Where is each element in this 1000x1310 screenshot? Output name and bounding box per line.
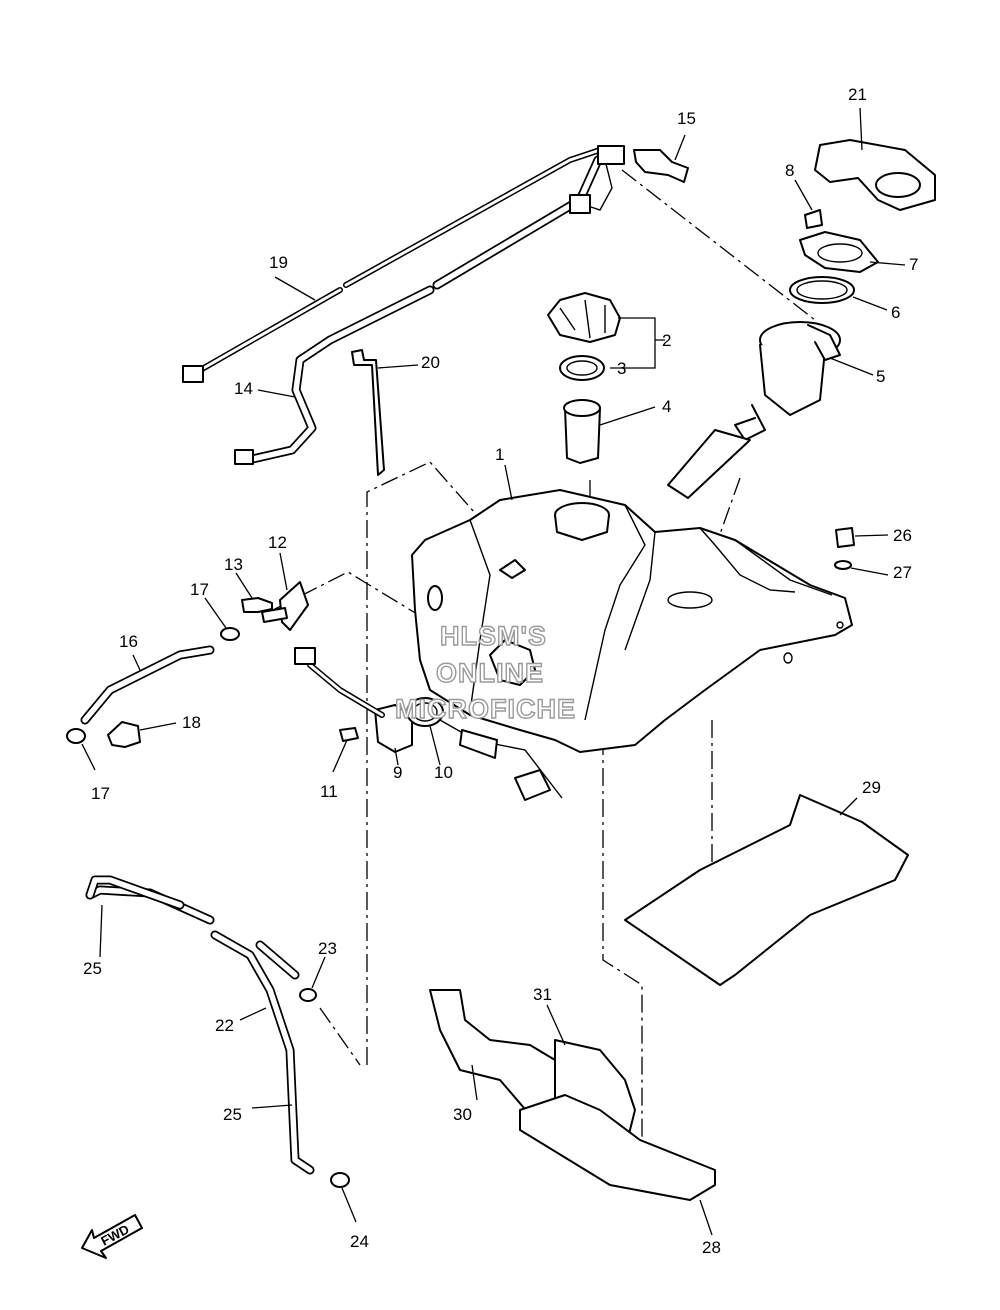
callout-22[interactable]: 22: [215, 1016, 234, 1035]
callout-19[interactable]: 19: [269, 253, 288, 272]
protector-28[interactable]: [519, 1094, 716, 1201]
fuel-cock-12[interactable]: [261, 581, 309, 631]
callout-16[interactable]: 16: [119, 632, 138, 651]
callout-13[interactable]: 13: [224, 555, 243, 574]
clamp-18[interactable]: [107, 721, 141, 748]
fwd-label: FWD: [98, 1222, 131, 1249]
callout-7[interactable]: 7: [909, 255, 918, 274]
callout-25b[interactable]: 25: [223, 1105, 242, 1124]
leader-lines: [81, 107, 906, 1236]
breather-hose-22[interactable]: [85, 875, 315, 1175]
callout-9[interactable]: 9: [393, 763, 402, 782]
gasket-10[interactable]: [406, 697, 444, 727]
gasket-6[interactable]: [789, 276, 855, 304]
fwd-arrow-icon: FWD: [81, 1214, 143, 1259]
filler-neck-4[interactable]: [563, 399, 601, 464]
bolt-13[interactable]: [241, 597, 273, 613]
callout-28[interactable]: 28: [702, 1238, 721, 1257]
watermark: HLSM'S ONLINE MICROFICHE: [394, 620, 576, 724]
callouts: 1 2 3 4 5 6 7 8 9 10 11 12 13 14 15 16 1…: [83, 85, 918, 1257]
callout-1[interactable]: 1: [495, 445, 504, 464]
breather-hose-19[interactable]: [182, 145, 625, 383]
callout-15[interactable]: 15: [677, 109, 696, 128]
callout-20[interactable]: 20: [421, 353, 440, 372]
cable-band-20[interactable]: [351, 349, 385, 476]
grommet-23[interactable]: [299, 988, 317, 1002]
plug-26[interactable]: [835, 527, 855, 548]
callout-18[interactable]: 18: [182, 713, 201, 732]
callout-11[interactable]: 11: [320, 782, 338, 801]
watermark-line-3: MICROFICHE: [395, 694, 576, 724]
gasket-3[interactable]: [559, 355, 605, 381]
protector-29[interactable]: [624, 794, 909, 986]
callout-5[interactable]: 5: [876, 367, 885, 386]
callout-25a[interactable]: 25: [83, 959, 102, 978]
callout-17a[interactable]: 17: [190, 580, 209, 599]
callout-27[interactable]: 27: [893, 563, 912, 582]
clip-15[interactable]: [633, 149, 689, 183]
fuel-pump-5[interactable]: [667, 321, 841, 499]
watermark-line-2: ONLINE: [436, 658, 544, 688]
nut-8[interactable]: [804, 209, 823, 229]
callout-3[interactable]: 3: [617, 359, 626, 378]
callout-26[interactable]: 26: [893, 526, 912, 545]
fuel-cap-2[interactable]: [547, 292, 621, 343]
callout-30[interactable]: 30: [453, 1105, 472, 1124]
callout-4[interactable]: 4: [662, 397, 671, 416]
callout-8[interactable]: 8: [785, 161, 794, 180]
clip-24[interactable]: [330, 1172, 350, 1188]
callout-10[interactable]: 10: [434, 763, 453, 782]
callout-29[interactable]: 29: [862, 778, 881, 797]
clip-17-upper[interactable]: [220, 627, 240, 641]
clip-17-lower[interactable]: [66, 728, 86, 744]
callout-17b[interactable]: 17: [91, 784, 110, 803]
fuel-sender-9[interactable]: [294, 647, 563, 801]
screw-11[interactable]: [339, 727, 359, 742]
callout-2[interactable]: 2: [662, 331, 671, 350]
callout-6[interactable]: 6: [891, 303, 900, 322]
fuel-tank-1[interactable]: [411, 489, 853, 753]
callout-14[interactable]: 14: [234, 379, 253, 398]
callout-24[interactable]: 24: [350, 1232, 369, 1251]
fuel-hose-14[interactable]: [234, 155, 603, 465]
callout-23[interactable]: 23: [318, 939, 337, 958]
callout-31[interactable]: 31: [533, 985, 552, 1004]
washer-27[interactable]: [834, 560, 852, 570]
callout-12[interactable]: 12: [268, 533, 287, 552]
watermark-line-1: HLSM'S: [440, 621, 547, 651]
plate-7[interactable]: [799, 231, 879, 273]
callout-21[interactable]: 21: [848, 85, 867, 104]
fuel-pump-cover-21[interactable]: [814, 139, 936, 211]
fuel-hose-16[interactable]: [80, 645, 215, 725]
